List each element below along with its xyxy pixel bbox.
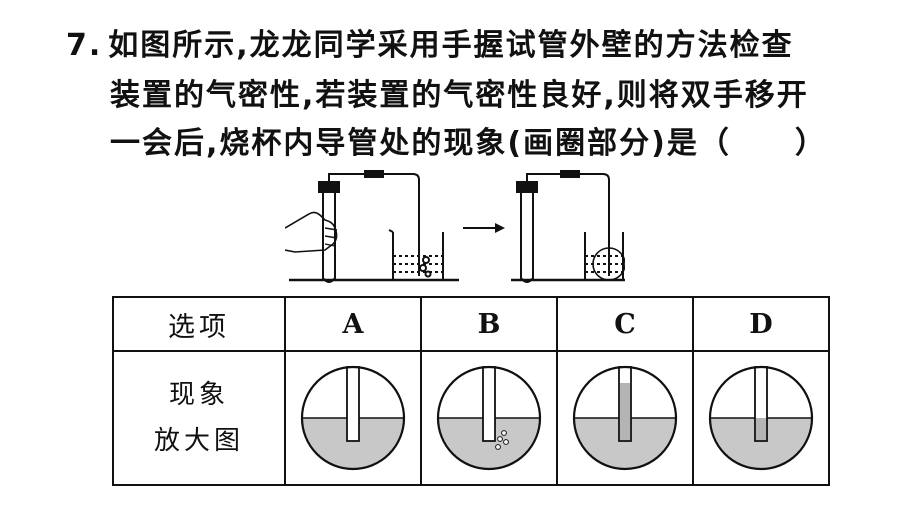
test-tube-left (322, 190, 336, 283)
process-arrow (463, 223, 505, 233)
magnified-view-b (436, 365, 542, 471)
water-column-c (620, 383, 630, 440)
header-option-c: C (556, 296, 694, 352)
magnified-view-c (572, 365, 678, 471)
option-c-image (556, 350, 694, 486)
header-label: 选项 (112, 296, 286, 352)
hand (285, 211, 338, 253)
row-label: 现象 放大图 (112, 350, 286, 486)
header-option-b: B (420, 296, 558, 352)
option-d-image (692, 350, 830, 486)
question-line-3: 一会后,烧杯内导管处的现象(画圈部分)是（ ） (110, 126, 827, 161)
left-setup (285, 170, 459, 283)
option-b-image (420, 350, 558, 486)
water-column-d (756, 418, 766, 440)
magnified-view-d (708, 365, 814, 471)
bubble-icon (495, 444, 501, 450)
row-label-line-2: 放大图 (153, 426, 244, 456)
delivery-tube-left (328, 173, 420, 276)
bubble (422, 256, 430, 264)
options-table: 选项 A B C D 现象 放大图 (112, 296, 830, 486)
stopper-left (318, 181, 340, 193)
bubble (419, 264, 427, 272)
question-text-1: 如图所示,龙龙同学采用手握试管外壁的方法检查 (108, 28, 794, 63)
right-setup (511, 170, 625, 283)
bubble-icon (503, 439, 509, 445)
header-option-a: A (284, 296, 422, 352)
bubble (424, 270, 432, 278)
test-tube-right (520, 190, 534, 283)
delivery-tube-right (526, 173, 610, 276)
question-line-1: 7.如图所示,龙龙同学采用手握试管外壁的方法检查 (66, 26, 794, 66)
table-image-row: 现象 放大图 (112, 350, 830, 486)
bubble-icon (497, 436, 503, 442)
header-option-d: D (692, 296, 830, 352)
question-line-2: 装置的气密性,若装置的气密性良好,则将双手移开 (110, 78, 809, 113)
bubble-icon (501, 430, 507, 436)
tube-a (346, 366, 360, 442)
row-label-line-1: 现象 (168, 380, 229, 410)
option-a-image (284, 350, 422, 486)
magnified-view-a (300, 365, 406, 471)
tube-b (482, 366, 496, 442)
table-header-row: 选项 A B C D (112, 296, 830, 352)
apparatus-diagram (285, 170, 625, 283)
question-number: 7. (66, 28, 103, 63)
